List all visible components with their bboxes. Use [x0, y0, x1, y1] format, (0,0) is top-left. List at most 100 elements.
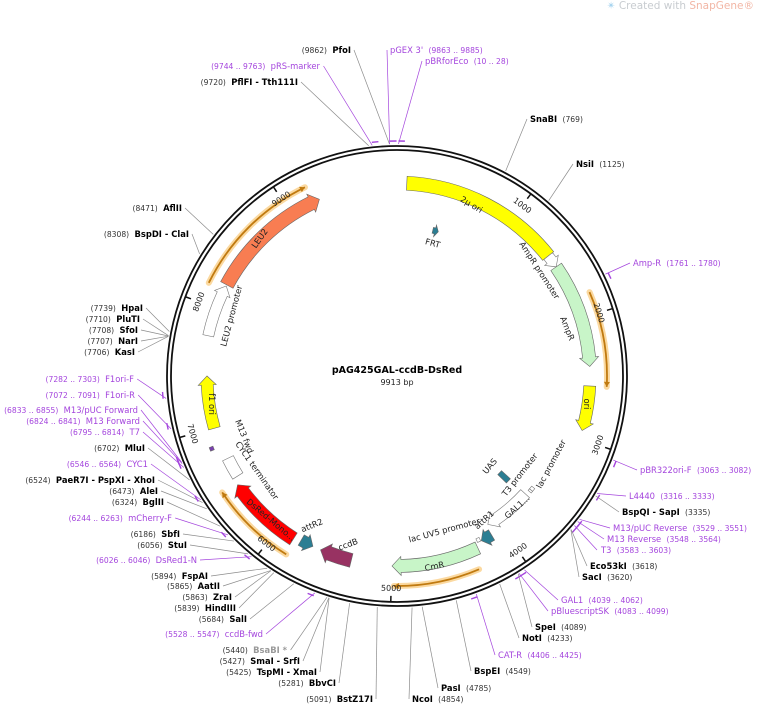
enzyme-leader-line	[210, 567, 268, 577]
enzyme-site-label[interactable]: (8308) BspDI - ClaI	[104, 229, 189, 239]
primer-leader-line	[577, 521, 605, 540]
primer-label[interactable]: M13 Reverse (3548 .. 3564)	[607, 534, 721, 544]
enzyme-site-label[interactable]: (5839) HindIII	[174, 603, 236, 613]
enzyme-site-label[interactable]: BspEI (4549)	[474, 666, 531, 676]
feature-lac-promoter[interactable]	[529, 485, 536, 492]
enzyme-site-label[interactable]: (5427) SmaI - SrfI	[220, 656, 300, 666]
orf-arc[interactable]	[221, 491, 287, 556]
enzyme-site-label[interactable]: (6702) MluI	[94, 443, 145, 453]
orf-arc[interactable]	[393, 568, 480, 587]
enzyme-site-label[interactable]: (5684) SalI	[199, 614, 247, 624]
primer-label[interactable]: (5528 .. 5547) ccdB-fwd	[165, 629, 263, 639]
enzyme-site-label[interactable]: PasI (4785)	[441, 683, 491, 693]
enzyme-site-label[interactable]: BspQI - SapI (3335)	[622, 507, 710, 517]
enzyme-leader-line	[570, 529, 580, 578]
primer-label[interactable]: (7072 .. 7091) F1ori-R	[46, 390, 136, 400]
feature-attr2[interactable]	[297, 533, 314, 552]
feature-ccdb[interactable]	[320, 543, 354, 568]
enzyme-leader-line	[338, 603, 350, 684]
enzyme-site-label[interactable]: (6186) SbfI	[131, 529, 180, 539]
tick-mark	[272, 186, 278, 193]
enzyme-site-label[interactable]: (9862) PfoI	[302, 45, 351, 55]
primer-label[interactable]: L4440 (3316 .. 3333)	[629, 491, 715, 501]
enzyme-site-label[interactable]: (6056) StuI	[137, 540, 187, 550]
feature-label: lac UV5 promoter	[407, 516, 481, 545]
primer-label[interactable]: M13/pUC Reverse (3529 .. 3551)	[613, 523, 747, 533]
primer-label[interactable]: (6546 .. 6564) CYC1	[67, 459, 148, 469]
enzyme-site-label[interactable]: SpeI (4089)	[535, 622, 586, 632]
feature-ampr-promoter[interactable]	[543, 252, 559, 268]
primer-label[interactable]: CAT-R (4406 .. 4425)	[498, 650, 582, 660]
enzyme-site-label[interactable]: NotI (4233)	[522, 633, 573, 643]
enzyme-site-label[interactable]: (6524) PaeR7I - PspXI - XhoI	[25, 475, 155, 485]
feature-ampr[interactable]	[550, 262, 600, 367]
feature-cmr[interactable]	[391, 541, 482, 577]
primer-leader-line	[475, 593, 496, 656]
primer-label[interactable]: pBluescriptSK (4083 .. 4099)	[551, 606, 669, 616]
enzyme-name: HpaI	[121, 303, 143, 313]
enzyme-site-label[interactable]: (6324) BglII	[112, 497, 164, 507]
primer-end: 1780	[698, 259, 717, 268]
enzyme-site-label[interactable]: (5091) BstZ17I	[306, 694, 373, 704]
primer-label[interactable]: pBR322ori-F (3063 .. 3082)	[640, 465, 751, 475]
enzyme-position: 3618	[635, 562, 654, 571]
enzyme-site-label[interactable]: Eco53kI (3618)	[590, 561, 657, 571]
enzyme-site-label[interactable]: (7710) PluTI	[86, 314, 140, 324]
enzyme-site-label[interactable]: (5440) BsaBI *	[223, 645, 288, 655]
feature-frt[interactable]	[431, 223, 439, 238]
feature-lac-uv5-promoter[interactable]	[475, 536, 482, 543]
enzyme-site-label[interactable]: SacI (3620)	[582, 572, 632, 582]
primer-label[interactable]: Amp-R (1761 .. 1780)	[633, 258, 721, 268]
enzyme-site-label[interactable]: (6473) AleI	[109, 486, 158, 496]
primer-label[interactable]: (7282 .. 7303) F1ori-F	[46, 374, 135, 384]
enzyme-site-label[interactable]: NsiI (1125)	[576, 159, 625, 169]
enzyme-position: 5440	[226, 646, 245, 655]
feature-ori[interactable]	[575, 385, 597, 431]
feature-attr1[interactable]	[480, 528, 496, 546]
feature-f1-ori[interactable]	[197, 375, 221, 431]
feature-leu2[interactable]	[220, 193, 320, 289]
enzyme-site-label[interactable]: (7707) NarI	[87, 336, 138, 346]
primer-label[interactable]: (6795 .. 6814) T7	[70, 427, 140, 437]
enzyme-site-label[interactable]: (5863) ZraI	[182, 592, 232, 602]
enzyme-site-label[interactable]: (7706) KasI	[84, 347, 135, 357]
primer-label[interactable]: (6833 .. 6855) M13/pUC Forward	[4, 405, 138, 415]
orf-arc[interactable]	[588, 291, 608, 387]
primer-leader-line	[524, 569, 559, 601]
enzyme-site-label[interactable]: (5865) AatII	[167, 581, 220, 591]
feature-dsred-mono[interactable]	[234, 484, 298, 546]
enzyme-site-label[interactable]: (5425) TspMI - XmaI	[226, 667, 317, 677]
primer-leader-line	[323, 65, 373, 146]
primer-label[interactable]: T3 (3583 .. 3603)	[600, 545, 671, 555]
feature-gal1[interactable]	[487, 489, 531, 528]
enzyme-site-label[interactable]: (7708) SfoI	[89, 325, 138, 335]
primer-leader-line	[386, 49, 390, 145]
orf-arc[interactable]	[207, 186, 306, 284]
primer-label[interactable]: (6026 .. 6046) DsRed1-N	[96, 555, 197, 565]
feature-cyc1-terminator[interactable]	[222, 455, 244, 480]
primer-label[interactable]: (6824 .. 6841) M13 Forward	[26, 416, 140, 426]
enzyme-site-label[interactable]: NcoI (4854)	[412, 694, 463, 704]
features	[197, 175, 600, 577]
primer-label[interactable]: pGEX 3' (9863 .. 9885)	[390, 45, 483, 55]
enzyme-position: 7708	[92, 326, 111, 335]
tick-mark	[521, 556, 527, 563]
feature-m13-fwd[interactable]	[208, 445, 215, 452]
feature-leu2-promoter[interactable]	[202, 285, 231, 338]
plasmid-name: pAG425GAL-ccdB-DsRed	[332, 365, 462, 376]
enzyme-site-label[interactable]: (5281) BbvCI	[278, 678, 336, 688]
enzyme-site-label[interactable]: (8471) AflII	[132, 203, 182, 213]
primer-label[interactable]: pBRforEco (10 .. 28)	[425, 56, 509, 66]
primer-end: 4062	[621, 596, 640, 605]
enzyme-leader-line	[157, 479, 203, 503]
enzyme-site-label[interactable]: (9720) PflFI - Tth111I	[201, 77, 298, 87]
enzyme-site-label[interactable]: (5894) FspAI	[151, 571, 208, 581]
feature-uas[interactable]	[497, 470, 511, 484]
enzyme-leader-line	[375, 607, 378, 700]
enzyme-site-label[interactable]: (7739) HpaI	[91, 303, 143, 313]
primer-label[interactable]: GAL1 (4039 .. 4062)	[561, 595, 643, 605]
primer-label[interactable]: (6244 .. 6263) mCherry-F	[69, 513, 173, 523]
enzyme-position: 8471	[135, 204, 154, 213]
enzyme-site-label[interactable]: SnaBI (769)	[530, 114, 583, 124]
primer-label[interactable]: (9744 .. 9763) pRS-marker	[211, 61, 320, 71]
